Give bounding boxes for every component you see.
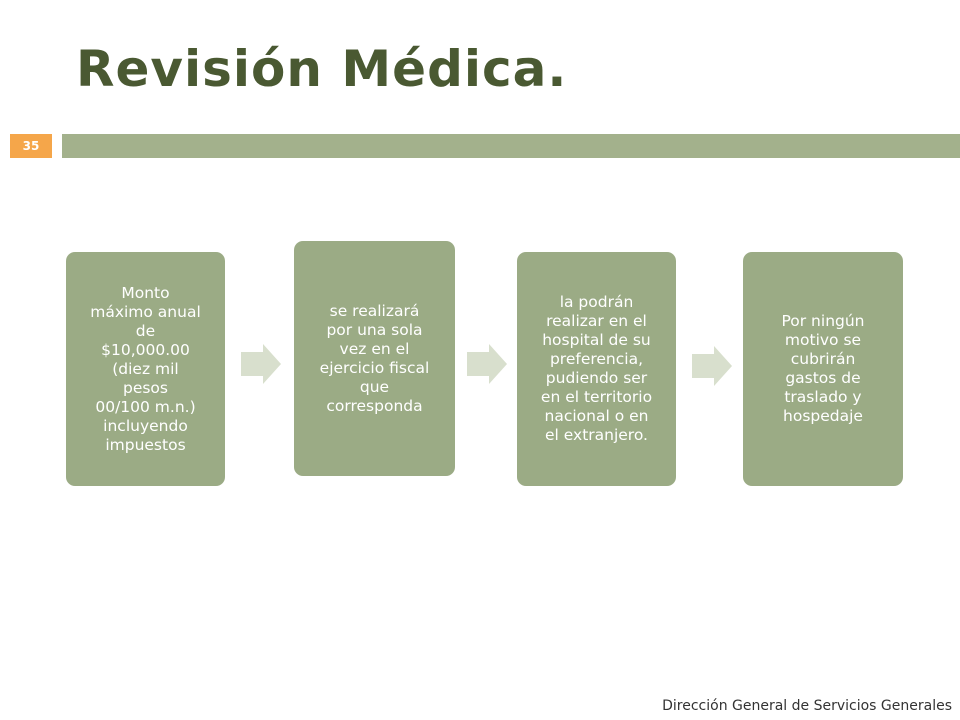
arrow-right-icon [692,346,732,386]
slide-number-badge: 35 [10,134,52,158]
slide-title: Revisión Médica. [76,40,568,98]
process-step-4: Por ningún motivo se cubrirán gastos de … [743,252,903,486]
process-step-3: la podrán realizar en el hospital de su … [517,252,676,486]
header-bar [62,134,960,158]
arrow-right-icon [467,344,507,384]
process-step-1: Monto máximo anual de $10,000.00 (diez m… [66,252,225,486]
process-step-2: se realizará por una sola vez en el ejer… [294,241,455,476]
arrow-right-icon [241,344,281,384]
footer-text: Dirección General de Servicios Generales [662,698,952,714]
